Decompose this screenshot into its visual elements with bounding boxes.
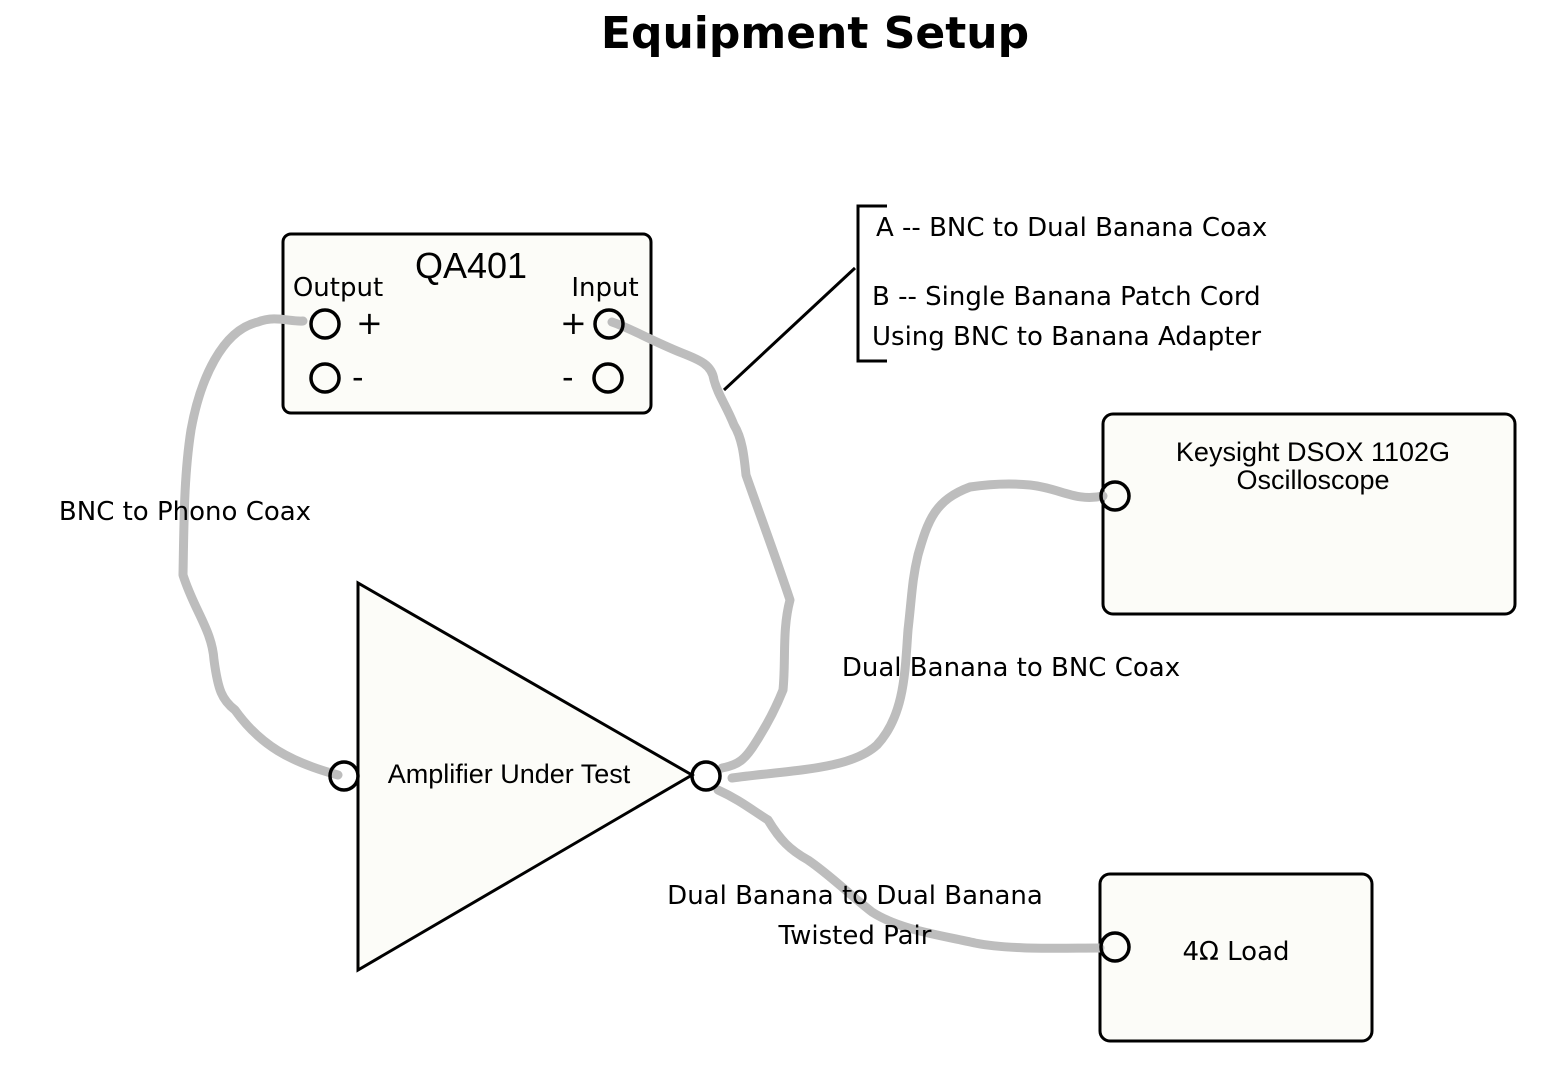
cable-bnc-to-phono: [178, 314, 343, 780]
legend-pointer-line: [722, 266, 857, 392]
legend-line-b2: Using BNC to Banana Adapter: [872, 322, 1261, 352]
qa401-output-label: Output: [293, 273, 383, 303]
cable-label-twisted-line1: Dual Banana to Dual Banana: [667, 881, 1043, 911]
qa401-input-minus-terminal: [592, 362, 624, 394]
legend-line-a: A -- BNC to Dual Banana Coax: [876, 213, 1267, 243]
cable-twisted-pair: [713, 785, 1105, 953]
amplifier-label: Amplifier Under Test: [388, 759, 631, 789]
oscilloscope-box: [1101, 412, 1517, 616]
oscilloscope-input-terminal: [1099, 480, 1131, 512]
qa401-input-minus-sign: -: [562, 358, 574, 396]
diagram-title: Equipment Setup: [601, 8, 1029, 59]
qa401-input-label: Input: [571, 273, 638, 303]
amplifier-output-terminal: [690, 760, 722, 792]
cable-label-bnc-to-phono: BNC to Phono Coax: [59, 497, 311, 527]
cable-label-dual-banana-to-bnc: Dual Banana to BNC Coax: [842, 653, 1180, 683]
legend-line-b1: B -- Single Banana Patch Cord: [872, 282, 1261, 312]
qa401-output-minus-sign: -: [352, 358, 364, 396]
oscilloscope-label-line1: Keysight DSOX 1102G: [1176, 437, 1450, 467]
cable-label-twisted-line2: Twisted Pair: [778, 921, 932, 951]
qa401-input-plus-sign: +: [560, 304, 587, 342]
load-terminal: [1099, 931, 1131, 963]
qa401-output-minus-terminal: [309, 362, 341, 394]
load-box: [1098, 872, 1374, 1043]
load-label: 4Ω Load: [1182, 937, 1289, 967]
qa401-input-plus-terminal: [593, 308, 625, 340]
amplifier-input-terminal: [328, 760, 360, 792]
qa401-output-plus-sign: +: [356, 304, 383, 342]
qa401-label: QA401: [415, 245, 527, 286]
legend-bracket: [856, 204, 887, 363]
cable-banana-to-input: [607, 317, 795, 773]
qa401-output-plus-terminal: [309, 308, 341, 340]
cable-dual-banana-to-bnc: [727, 479, 1108, 783]
oscilloscope-label-line2: Oscilloscope: [1236, 465, 1389, 495]
